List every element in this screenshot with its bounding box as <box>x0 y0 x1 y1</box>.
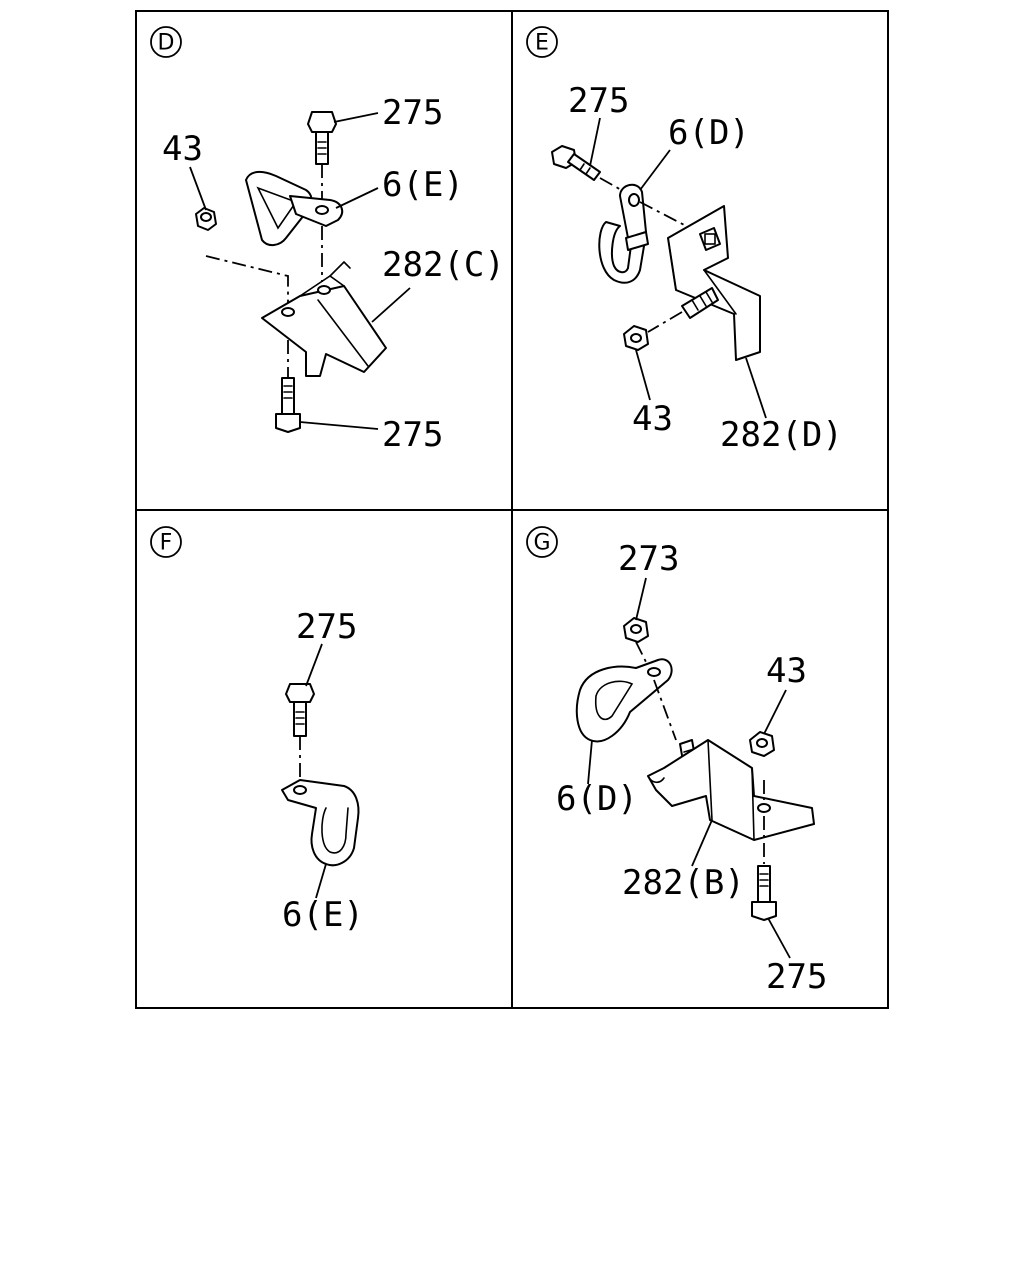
bolt-275-top <box>307 111 337 205</box>
callout-f-clip: 6(E) <box>282 895 364 935</box>
leader-e-bracket <box>745 357 767 419</box>
bolt-275 <box>285 683 315 784</box>
view-marker-f: F <box>150 526 182 558</box>
leader-g-bracket <box>691 819 713 867</box>
leader-d-bracket <box>371 287 411 323</box>
callout-d-nut: 43 <box>162 129 203 169</box>
view-marker-e: E <box>526 26 558 58</box>
clip-6d <box>598 183 691 284</box>
svg-text:F: F <box>160 531 173 556</box>
callout-f-bolt: 275 <box>296 607 357 647</box>
view-marker-d: D <box>150 26 182 58</box>
callout-g-clip: 6(D) <box>556 779 638 819</box>
svg-text:E: E <box>535 31 549 56</box>
diagram-frame <box>135 10 889 1009</box>
leader-e-clip <box>639 149 671 191</box>
view-marker-g: G <box>526 526 558 558</box>
callout-d-clip: 6(E) <box>382 165 464 205</box>
leader-g-bolt <box>767 917 791 959</box>
clip-6e <box>245 170 344 282</box>
clip-6d <box>575 658 677 743</box>
callout-g-bolt: 275 <box>766 957 827 997</box>
panel-e: E <box>526 26 843 455</box>
leader-d-bolt-top <box>333 112 379 123</box>
nut-43 <box>623 325 649 351</box>
svg-text:D: D <box>158 31 175 56</box>
callout-g-nut-right: 43 <box>766 651 807 691</box>
nut-43 <box>749 731 775 757</box>
callout-e-clip: 6(D) <box>668 113 750 153</box>
panel-g: G <box>526 526 827 997</box>
leader-e-bolt <box>589 117 601 167</box>
leader-e-nut <box>635 349 651 401</box>
nut-43 <box>195 207 289 306</box>
callout-e-bracket: 282(D) <box>720 415 843 455</box>
panel-f: F 275 6(E) <box>150 526 364 935</box>
callout-e-bolt: 275 <box>568 81 629 121</box>
bolt-275-bottom <box>275 377 301 433</box>
svg-text:G: G <box>533 531 550 556</box>
leader-g-nut-right <box>763 689 787 735</box>
bracket-282b <box>647 739 815 864</box>
leader-g-nut-top <box>635 577 647 621</box>
bracket-282c <box>261 260 387 378</box>
bolt-275 <box>751 865 777 921</box>
nut-273 <box>623 617 649 667</box>
stud <box>647 287 719 333</box>
callout-d-bracket: 282(C) <box>382 245 505 285</box>
callout-d-bolt-bottom: 275 <box>382 415 443 455</box>
callout-e-nut: 43 <box>632 399 673 439</box>
leader-d-clip <box>335 187 379 209</box>
leader-f-bolt <box>305 643 323 687</box>
leader-d-nut <box>189 166 207 211</box>
leader-d-bolt-bottom <box>299 421 379 430</box>
clip-6e <box>281 779 360 867</box>
callout-g-bracket: 282(B) <box>622 863 745 903</box>
leader-g-clip <box>587 739 593 785</box>
panel-d: D <box>150 26 505 455</box>
callout-g-nut-top: 273 <box>618 539 679 579</box>
leader-f-clip <box>315 863 327 899</box>
bracket-282d <box>667 205 761 361</box>
callout-d-bolt-top: 275 <box>382 93 443 133</box>
